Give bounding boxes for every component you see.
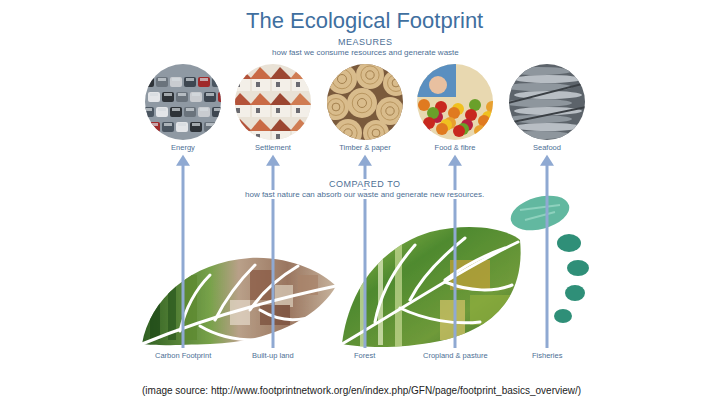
arrow-line: [546, 165, 549, 348]
diagram-title: The Ecological Footprint: [243, 8, 486, 34]
photo-illustration: [144, 63, 222, 141]
footprint-label: Built-up land: [250, 350, 296, 361]
footprint-label-text: Built-up land: [252, 351, 294, 360]
section-subtitle: how fast we consume resources and genera…: [269, 48, 462, 57]
section-heading: MEASURES: [335, 37, 396, 47]
section-subtitle: how fast nature can absorb our waste and…: [242, 190, 487, 199]
arrow-connector: [266, 155, 280, 348]
photo-circle: Settlement: [227, 63, 319, 153]
photo-illustration: [416, 63, 494, 141]
footprint-label: Cropland & pasture: [421, 350, 490, 361]
circle-label: Energy: [137, 144, 229, 153]
arrow-head: [176, 155, 190, 166]
left-leaf: [142, 258, 336, 345]
footprint-label: Fisheries: [530, 350, 564, 361]
photo-circle: Timber & paper: [319, 63, 411, 153]
photo-circle: Energy: [137, 63, 229, 153]
circle-label: Settlement: [227, 144, 319, 153]
arrow-head: [540, 155, 554, 166]
arrow-head: [448, 155, 462, 166]
photo-illustration: [234, 63, 312, 141]
arrow-head: [358, 155, 372, 166]
arrow-head: [266, 155, 280, 166]
arrow-connector: [448, 155, 462, 348]
photo-illustration: [326, 63, 404, 141]
footprint-label-text: Fisheries: [532, 351, 562, 360]
image-caption: (image source: http://www.footprintnetwo…: [139, 385, 584, 396]
footprint-label: Carbon Footprint: [153, 350, 213, 361]
photo-circle: Seafood: [501, 63, 593, 153]
arrow-connector: [540, 155, 554, 348]
circle-label: Timber & paper: [319, 144, 411, 153]
footprint-label-text: Forest: [354, 351, 375, 360]
right-leaf: [342, 227, 521, 350]
arrow-line: [182, 165, 185, 348]
arrow-connector: [176, 155, 190, 348]
circle-label: Food & fibre: [409, 144, 501, 153]
section-heading: COMPARED TO: [326, 179, 404, 189]
footprint-label-text: Carbon Footprint: [155, 351, 211, 360]
photo-circle: Food & fibre: [409, 63, 501, 153]
footprint-label: Forest: [352, 350, 377, 361]
footprint-label-text: Cropland & pasture: [423, 351, 488, 360]
photo-illustration: [508, 63, 586, 141]
circle-label: Seafood: [501, 144, 593, 153]
